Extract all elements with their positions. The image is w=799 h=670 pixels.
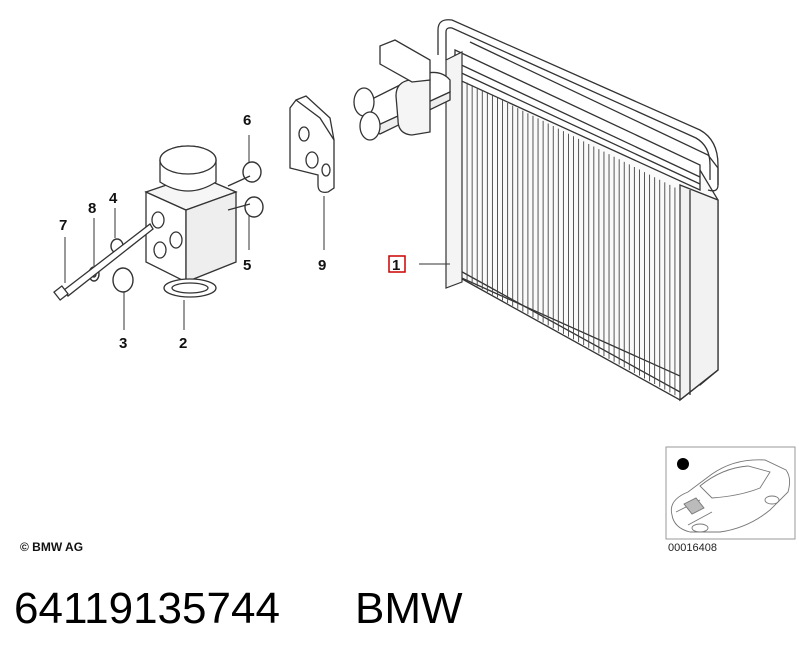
evaporator-core bbox=[454, 41, 719, 402]
brand-name: BMW bbox=[355, 584, 463, 633]
locator-dot-icon bbox=[677, 458, 689, 470]
callout-1: 1 bbox=[392, 257, 400, 274]
o-ring-6 bbox=[242, 161, 262, 183]
o-ring-5 bbox=[244, 196, 264, 218]
callout-2: 2 bbox=[179, 335, 187, 352]
car-outline-icon bbox=[670, 459, 791, 533]
o-ring-3 bbox=[112, 267, 134, 293]
callout-5: 5 bbox=[243, 257, 251, 274]
evaporator-tubes bbox=[353, 39, 451, 141]
evaporator-side-end bbox=[445, 51, 463, 289]
copyright-text: © BMW AG bbox=[20, 540, 84, 554]
callout-3: 3 bbox=[119, 335, 127, 352]
bolt-7 bbox=[53, 223, 154, 301]
evaporator-fins bbox=[461, 80, 681, 398]
callout-1-highlight bbox=[388, 255, 406, 273]
expansion-valve bbox=[144, 145, 251, 298]
vehicle-locator-thumbnail bbox=[665, 446, 796, 540]
callout-4: 4 bbox=[109, 190, 118, 207]
callout-8: 8 bbox=[88, 200, 96, 217]
leader-lines bbox=[64, 135, 450, 330]
callout-7: 7 bbox=[59, 217, 67, 234]
refrigerant-pipe bbox=[437, 19, 719, 192]
callout-9: 9 bbox=[318, 257, 326, 274]
part-number: 64119135744 bbox=[14, 584, 280, 633]
diagram-reference-number: 00016408 bbox=[668, 542, 717, 554]
gasket-plate bbox=[289, 95, 335, 193]
callout-6: 6 bbox=[243, 112, 251, 129]
